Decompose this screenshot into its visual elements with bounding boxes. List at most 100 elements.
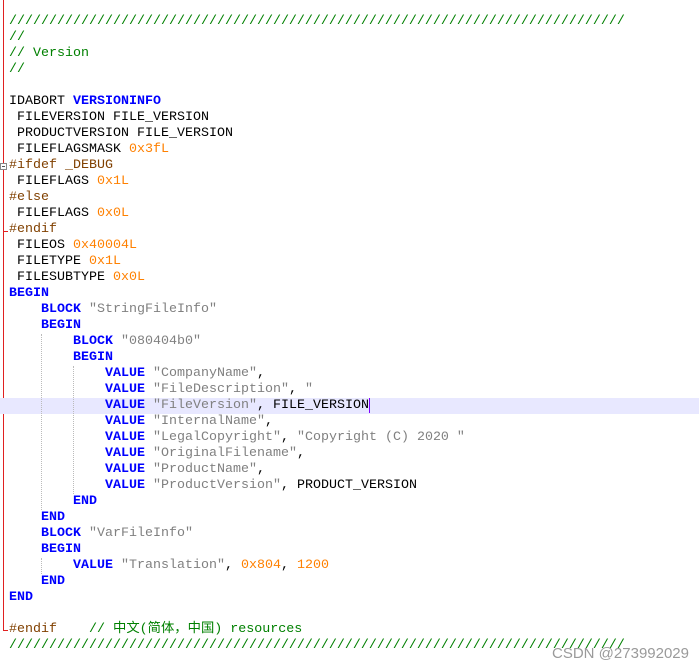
token-plain [9, 510, 41, 525]
token-num: 0x0L [112, 270, 145, 285]
code-line[interactable]: BLOCK "080404b0" [9, 334, 699, 350]
token-kw: END [41, 510, 65, 525]
token-plain: , [280, 430, 297, 445]
code-line[interactable]: BEGIN [9, 318, 699, 334]
token-kw: VALUE [104, 478, 145, 493]
token-kw: VERSIONINFO [73, 94, 161, 109]
code-line[interactable] [9, 78, 699, 94]
token-plain [9, 398, 105, 413]
token-plain: , PRODUCT_VERSION [280, 478, 417, 493]
token-num: 0x40004L [73, 238, 137, 253]
token-plain [9, 462, 105, 477]
code-line[interactable]: BLOCK "StringFileInfo" [9, 302, 699, 318]
code-line[interactable]: BEGIN [9, 542, 699, 558]
token-comment: // Version [9, 46, 89, 61]
code-line[interactable]: END [9, 510, 699, 526]
code-line[interactable]: BLOCK "VarFileInfo" [9, 526, 699, 542]
code-line[interactable]: FILEVERSION FILE_VERSION [9, 110, 699, 126]
token-plain [145, 414, 153, 429]
code-line[interactable]: BEGIN [9, 286, 699, 302]
token-plain [113, 334, 121, 349]
token-plain [145, 430, 153, 445]
watermark: CSDN @273992029 [552, 645, 689, 662]
token-plain: , [280, 558, 297, 573]
code-line[interactable]: #endif [9, 222, 699, 238]
code-line[interactable] [9, 606, 699, 622]
code-line[interactable]: #else [9, 190, 699, 206]
code-line[interactable]: IDABORT VERSIONINFO [9, 94, 699, 110]
token-plain: , [264, 414, 273, 429]
fold-collapse-icon[interactable] [0, 163, 7, 170]
code-line[interactable]: PRODUCTVERSION FILE_VERSION [9, 126, 699, 142]
code-line[interactable]: FILETYPE 0x1L [9, 254, 699, 270]
code-line[interactable]: VALUE "ProductVersion", PRODUCT_VERSION [9, 478, 699, 494]
token-num: 0x3fL [128, 142, 169, 157]
code-line[interactable]: VALUE "Translation", 0x804, 1200 [9, 558, 699, 574]
token-kw: VALUE [104, 414, 145, 429]
code-line[interactable]: VALUE "ProductName", [9, 462, 699, 478]
indent-guide [41, 334, 42, 510]
code-editor[interactable]: ////////////////////////////////////////… [0, 14, 699, 654]
token-kw: BLOCK [73, 334, 113, 349]
token-plain: , [256, 462, 265, 477]
token-str: "LegalCopyright" [152, 430, 281, 445]
code-line[interactable]: #endif // 中文(简体，中国) resources [9, 622, 699, 638]
token-plain [9, 366, 105, 381]
token-kw: BEGIN [41, 542, 81, 557]
token-kw: VALUE [104, 366, 145, 381]
code-line[interactable]: FILEOS 0x40004L [9, 238, 699, 254]
code-line[interactable]: FILEFLAGSMASK 0x3fL [9, 142, 699, 158]
token-str: "StringFileInfo" [89, 302, 217, 317]
token-str: "ProductName" [152, 462, 257, 477]
code-line[interactable]: // [9, 30, 699, 46]
token-num: 0x0L [96, 206, 129, 221]
code-line[interactable]: FILEFLAGS 0x0L [9, 206, 699, 222]
token-plain: FILETYPE [9, 254, 89, 269]
code-line[interactable]: VALUE "InternalName", [9, 414, 699, 430]
code-line[interactable]: VALUE "FileDescription", " [9, 382, 699, 398]
code-line[interactable]: VALUE "OriginalFilename", [9, 446, 699, 462]
token-str: " [304, 382, 313, 397]
token-plain [57, 622, 89, 637]
token-kw: END [9, 590, 33, 605]
token-pre: #else [9, 190, 49, 205]
token-str: "080404b0" [121, 334, 201, 349]
token-comment: // 中文(简体，中国) resources [89, 622, 303, 637]
code-line[interactable]: END [9, 590, 699, 606]
token-kw: BLOCK [41, 526, 81, 541]
token-plain [9, 430, 105, 445]
token-plain [81, 302, 89, 317]
token-plain [113, 558, 121, 573]
indent-guide [41, 558, 42, 574]
token-plain: FILEFLAGS [9, 174, 97, 189]
code-line[interactable]: END [9, 494, 699, 510]
token-plain: , [224, 558, 241, 573]
token-str: "CompanyName" [152, 366, 257, 381]
code-line[interactable]: ////////////////////////////////////////… [9, 14, 699, 30]
token-num: 1200 [296, 558, 329, 573]
code-line[interactable]: // [9, 62, 699, 78]
code-line-current[interactable]: VALUE "FileVersion", FILE_VERSION [0, 398, 699, 414]
code-line[interactable]: BEGIN [9, 350, 699, 366]
token-plain: FILEVERSION FILE_VERSION [9, 110, 209, 125]
token-plain [9, 382, 105, 397]
token-num: 0x1L [88, 254, 121, 269]
token-plain: , [256, 366, 265, 381]
code-line[interactable]: END [9, 574, 699, 590]
code-line[interactable]: // Version [9, 46, 699, 62]
token-plain: , FILE_VERSION [256, 398, 369, 413]
code-line[interactable]: #ifdef _DEBUG [9, 158, 699, 174]
token-kw: END [41, 574, 65, 589]
code-line[interactable]: FILESUBTYPE 0x0L [9, 270, 699, 286]
token-pre: #endif [9, 622, 57, 637]
code-line[interactable]: VALUE "LegalCopyright", "Copyright (C) 2… [9, 430, 699, 446]
token-comment: // [9, 30, 25, 45]
token-str: "VarFileInfo" [89, 526, 193, 541]
fold-end-marker [3, 231, 8, 232]
code-line[interactable]: FILEFLAGS 0x1L [9, 174, 699, 190]
token-plain [9, 574, 41, 589]
code-line[interactable]: VALUE "CompanyName", [9, 366, 699, 382]
token-plain [9, 478, 105, 493]
token-plain: , [296, 446, 305, 461]
code-line[interactable]: ////////////////////////////////////////… [9, 638, 699, 654]
